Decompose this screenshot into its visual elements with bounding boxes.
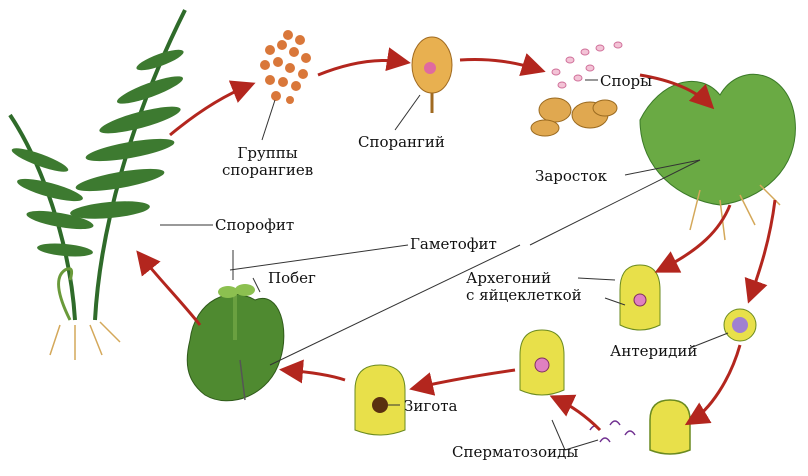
gametophyte-with-shoot-image <box>186 284 285 402</box>
label-shoot: Побег <box>268 269 316 287</box>
label-gametophyte: Гаметофит <box>410 235 497 253</box>
label-sporangia-groups: Группы спорангиев <box>222 145 313 179</box>
label-prothallus: Заросток <box>535 167 608 185</box>
label-sporangium: Спорангий <box>358 133 445 151</box>
archegonium-image <box>619 264 661 331</box>
fertilization-archegonium-image <box>519 329 565 396</box>
sporangium-image <box>411 36 453 113</box>
label-archegonium-line2: с яйцеклеткой <box>466 286 582 304</box>
label-spermatozoids: Сперматозоиды <box>452 443 579 461</box>
label-spores: Споры <box>600 72 653 90</box>
label-archegonium: Архегоний с яйцеклеткой <box>466 270 582 304</box>
label-antheridium: Антеридий <box>610 342 698 360</box>
opened-sporangia-image <box>530 97 618 137</box>
label-sporangia-groups-line1: Группы <box>237 144 298 162</box>
label-sporophyte: Спорофит <box>215 216 295 234</box>
leader-lines <box>160 79 729 451</box>
sporophyte-fern <box>8 9 187 360</box>
prothallus-image <box>639 73 796 241</box>
antheridium-image <box>723 308 757 342</box>
spores-image <box>551 41 623 89</box>
zygote-image <box>354 364 406 436</box>
label-sporangia-groups-line2: спорангиев <box>222 161 314 179</box>
label-zygote: Зигота <box>404 397 458 415</box>
label-archegonium-line1: Архегоний <box>466 269 552 287</box>
sporangia-groups-image <box>260 30 311 104</box>
cycle-arrows <box>136 47 777 432</box>
spermatozoids-image <box>589 399 691 455</box>
